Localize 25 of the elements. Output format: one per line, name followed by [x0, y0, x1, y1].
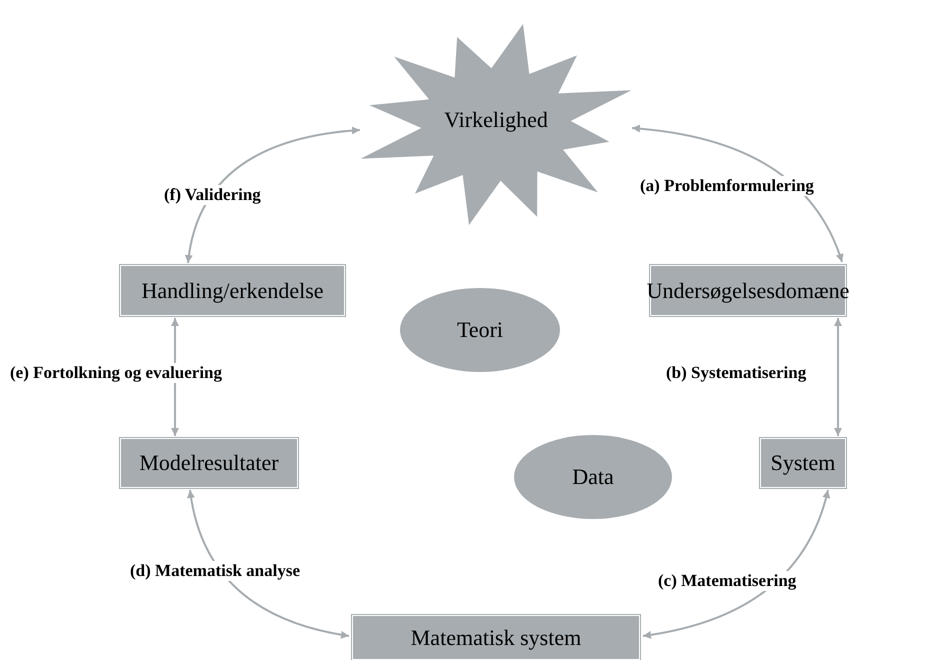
- double-arrow: [834, 318, 842, 436]
- edge-label: (a) Problemformulering: [638, 176, 816, 196]
- process-box: [760, 438, 846, 488]
- double-arrow: [185, 126, 360, 264]
- process-box: [120, 438, 298, 488]
- node-label: Undersøgelsesdomæne: [646, 278, 850, 304]
- node-label: Modelresultater: [139, 450, 279, 476]
- ellipse-node: [400, 288, 560, 372]
- double-arrow: [642, 490, 830, 639]
- process-box: [352, 615, 640, 660]
- node-label: System: [770, 450, 836, 476]
- node-label: Matematisk system: [410, 624, 582, 650]
- ellipse-node: [514, 435, 672, 519]
- edge-label: (e) Fortolkning og evaluering: [8, 363, 224, 383]
- node-label: Handling/erkendelse: [141, 278, 324, 304]
- edge-label: (d) Matematisk analyse: [128, 561, 302, 581]
- edge-label: (f) Validering: [162, 185, 263, 205]
- node-label: Teori: [456, 317, 504, 343]
- double-arrow: [187, 490, 350, 638]
- node-label: Virkelighed: [444, 106, 548, 132]
- process-box: [120, 265, 345, 316]
- edge-label: (c) Matematisering: [656, 571, 798, 591]
- edge-label: (b) Systematisering: [664, 363, 808, 383]
- node-label: Data: [572, 464, 614, 490]
- double-arrow: [632, 124, 844, 262]
